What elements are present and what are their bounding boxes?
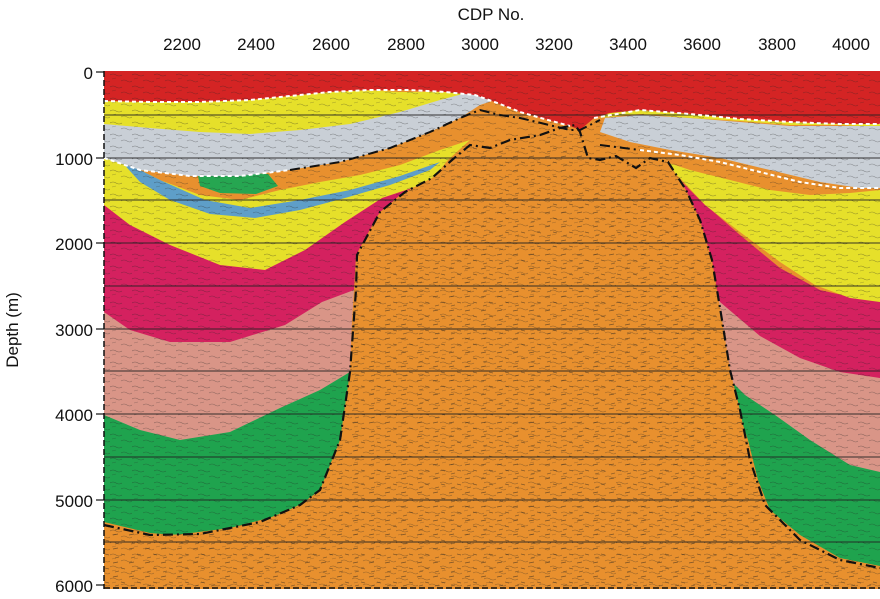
y-tick-marks bbox=[96, 71, 104, 586]
x-tick-label: 2400 bbox=[237, 35, 275, 54]
x-tick-label: 3200 bbox=[535, 35, 573, 54]
x-tick-label: 3600 bbox=[683, 35, 721, 54]
x-tick-labels: 2200 2400 2600 2800 3000 3200 3400 3600 … bbox=[163, 35, 870, 54]
y-tick-label: 1000 bbox=[55, 150, 93, 169]
x-tick-label: 2600 bbox=[312, 35, 350, 54]
y-tick-label: 0 bbox=[84, 64, 93, 83]
y-tick-label: 5000 bbox=[55, 492, 93, 511]
x-tick-label: 2800 bbox=[387, 35, 425, 54]
y-tick-label: 6000 bbox=[55, 577, 93, 596]
x-tick-label: 2200 bbox=[163, 35, 201, 54]
horizon-base-right bbox=[639, 149, 880, 189]
x-tick-label: 3400 bbox=[609, 35, 647, 54]
x-tick-label: 3800 bbox=[758, 35, 796, 54]
x-tick-label: 3000 bbox=[461, 35, 499, 54]
salt-boundary-top bbox=[289, 108, 601, 171]
horizon-top-right bbox=[593, 108, 880, 125]
x-tick-label: 4000 bbox=[832, 35, 870, 54]
salt-boundary bbox=[104, 123, 880, 570]
y-axis-title: Depth (m) bbox=[3, 292, 22, 368]
salt-boundary-right-top bbox=[599, 144, 641, 151]
horizon-base-left bbox=[104, 157, 291, 177]
salt-texture bbox=[104, 125, 880, 589]
seismic-section bbox=[104, 71, 880, 589]
y-tick-labels: 0 1000 2000 3000 4000 5000 6000 bbox=[55, 64, 93, 596]
y-tick-label: 3000 bbox=[55, 321, 93, 340]
depth-gridlines bbox=[104, 114, 880, 543]
interpreted-horizons bbox=[104, 89, 880, 570]
x-axis-title: CDP No. bbox=[458, 5, 525, 24]
y-tick-label: 2000 bbox=[55, 235, 93, 254]
y-tick-label: 4000 bbox=[55, 406, 93, 425]
horizon-top-left bbox=[104, 89, 571, 127]
